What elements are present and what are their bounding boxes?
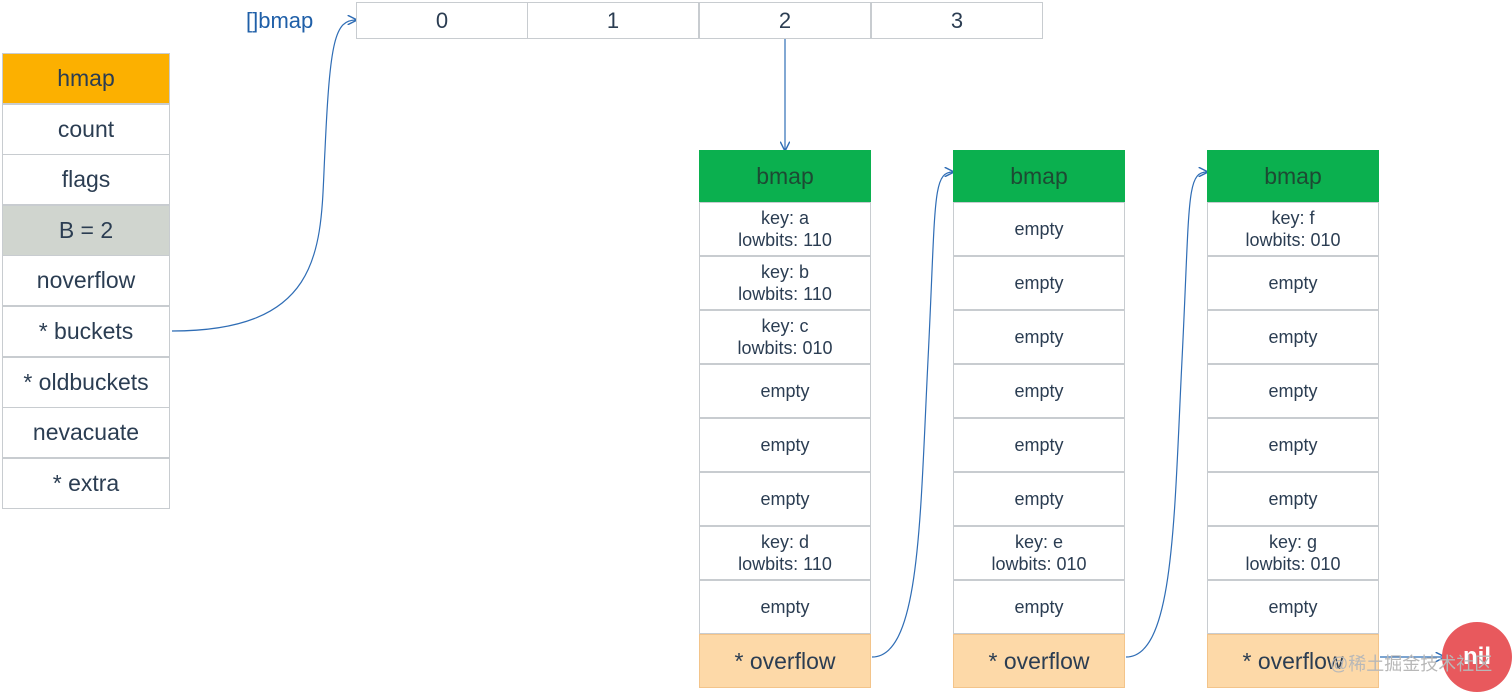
bucket-slot: empty bbox=[699, 580, 871, 634]
slot-line-2: lowbits: 110 bbox=[738, 230, 832, 250]
overflow-pointer: * overflow bbox=[1207, 634, 1379, 688]
bucket-slot: empty bbox=[953, 256, 1125, 310]
slot-line-1: empty bbox=[1268, 327, 1318, 347]
watermark-text: @稀土掘金技术社区 bbox=[1330, 654, 1493, 674]
hmap-field-oldbuckets: * oldbuckets bbox=[2, 357, 170, 408]
slot-line-1: empty bbox=[1014, 435, 1064, 455]
slot-line-1: empty bbox=[1268, 435, 1318, 455]
bucket-slot: empty bbox=[699, 418, 871, 472]
slot-line-1: key: e bbox=[1014, 532, 1064, 552]
overflow1-to-bmap2-arrow bbox=[871, 172, 953, 658]
bucket-slot: empty bbox=[1207, 418, 1379, 472]
hmap-field-count: count bbox=[2, 104, 170, 155]
bucket-slot: empty bbox=[1207, 310, 1379, 364]
slot-line-1: empty bbox=[1268, 381, 1318, 401]
slot-line-1: empty bbox=[760, 435, 810, 455]
slot-line-2: lowbits: 110 bbox=[738, 554, 832, 574]
hmap-field-flags: flags bbox=[2, 154, 170, 205]
bucket-slot: empty bbox=[1207, 256, 1379, 310]
bucket-slot: empty bbox=[953, 418, 1125, 472]
slot-line-1: key: c bbox=[761, 316, 809, 336]
bmap-header: bmap bbox=[1207, 150, 1379, 202]
hmap-field-nevacuate: nevacuate bbox=[2, 407, 170, 458]
slot-line-2: lowbits: 010 bbox=[737, 338, 833, 358]
slot-line-1: empty bbox=[760, 381, 810, 401]
hmap-field-extra: * extra bbox=[2, 458, 170, 509]
hmap-field-b: B = 2 bbox=[2, 205, 170, 256]
bucket-slot: empty bbox=[1207, 472, 1379, 526]
bmap-header: bmap bbox=[953, 150, 1125, 202]
bmap-header: bmap bbox=[699, 150, 871, 202]
bucket-array-index-1: 1 bbox=[527, 2, 699, 39]
buckets-to-array-arrow bbox=[171, 20, 356, 332]
slot-line-1: empty bbox=[760, 489, 810, 509]
slot-line-1: empty bbox=[1014, 219, 1064, 239]
slot-line-2: lowbits: 110 bbox=[738, 284, 832, 304]
hmap-field-buckets: * buckets bbox=[2, 306, 170, 357]
bucket-array-index-0: 0 bbox=[356, 2, 528, 39]
hmap-field-noverflow: noverflow bbox=[2, 255, 170, 306]
overflow-pointer: * overflow bbox=[953, 634, 1125, 688]
bucket-slot: empty bbox=[1207, 580, 1379, 634]
slot-line-1: empty bbox=[1014, 489, 1064, 509]
nil-badge: nil bbox=[1442, 622, 1512, 692]
overflow-pointer: * overflow bbox=[699, 634, 871, 688]
bucket-slot: empty bbox=[953, 202, 1125, 256]
bucket-slot: empty bbox=[953, 310, 1125, 364]
slot-line-2: lowbits: 010 bbox=[991, 554, 1087, 574]
slot-line-1: empty bbox=[1268, 597, 1318, 617]
overflow2-to-bmap3-arrow bbox=[1125, 172, 1207, 658]
slot-line-1: empty bbox=[1014, 327, 1064, 347]
slot-line-2: lowbits: 010 bbox=[1245, 554, 1341, 574]
slot-line-1: empty bbox=[1014, 273, 1064, 293]
bucket-slot: empty bbox=[1207, 364, 1379, 418]
bucket-array-index-3: 3 bbox=[871, 2, 1043, 39]
hmap-header: hmap bbox=[2, 53, 170, 104]
bucket-slot: empty bbox=[699, 472, 871, 526]
slot-line-1: key: d bbox=[760, 532, 810, 552]
slot-line-2: lowbits: 010 bbox=[1245, 230, 1341, 250]
slot-line-1: key: b bbox=[760, 262, 810, 282]
bucket-slot: empty bbox=[953, 472, 1125, 526]
slot-line-1: key: a bbox=[760, 208, 810, 228]
bucket-array-label: []bmap bbox=[246, 8, 314, 33]
slot-line-1: empty bbox=[1268, 489, 1318, 509]
bucket-slot: empty bbox=[953, 580, 1125, 634]
slot-line-1: empty bbox=[1014, 597, 1064, 617]
slot-line-1: empty bbox=[1014, 381, 1064, 401]
bucket-slot: empty bbox=[699, 364, 871, 418]
bucket-array-index-2: 2 bbox=[699, 2, 871, 39]
slot-line-1: key: f bbox=[1271, 208, 1315, 228]
slot-line-1: empty bbox=[1268, 273, 1318, 293]
slot-line-1: key: g bbox=[1268, 532, 1318, 552]
bucket-slot: empty bbox=[953, 364, 1125, 418]
slot-line-1: empty bbox=[760, 597, 810, 617]
